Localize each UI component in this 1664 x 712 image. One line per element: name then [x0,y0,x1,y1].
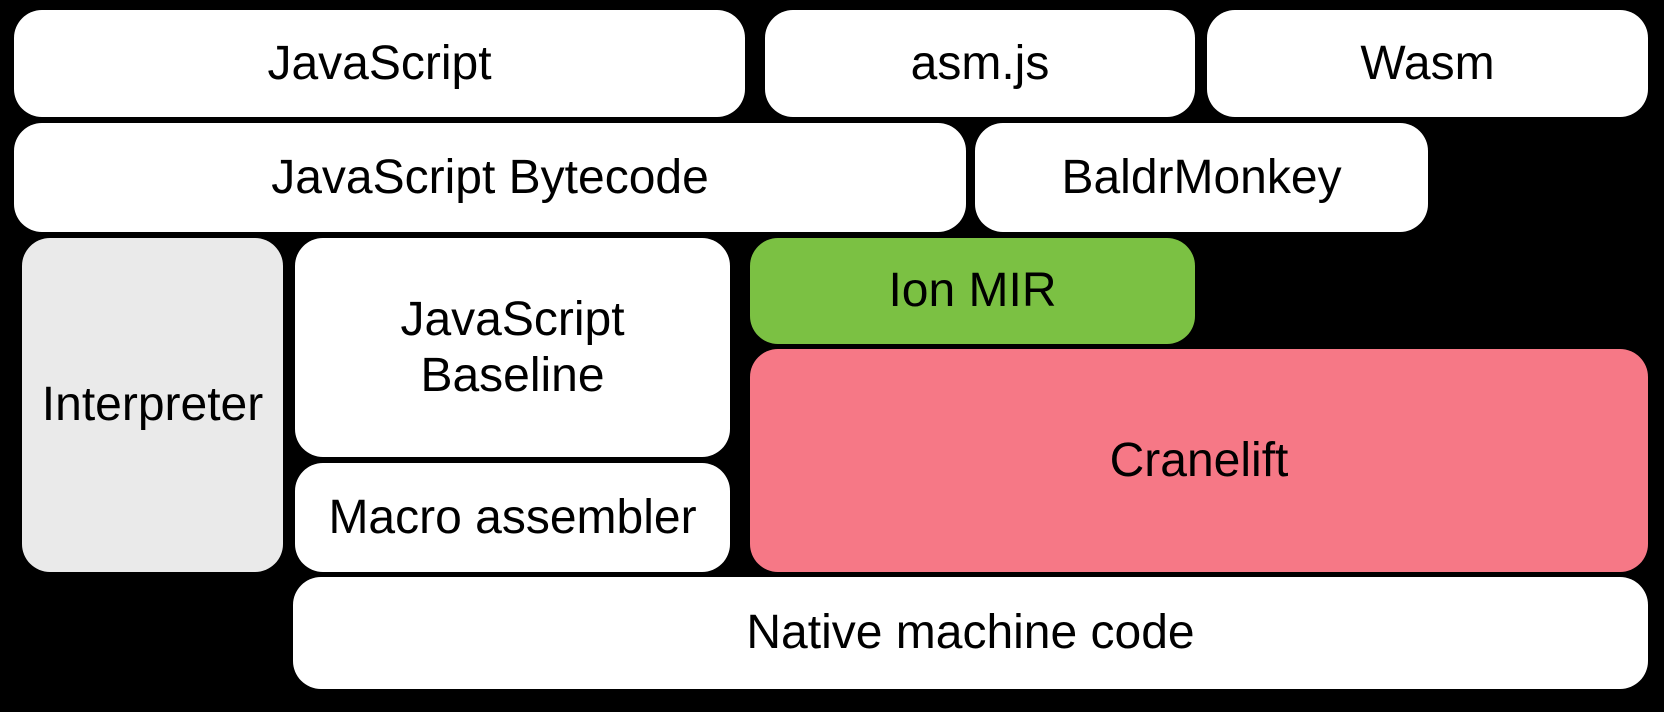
box-javascript-baseline: JavaScript Baseline [295,238,730,457]
box-javascript: JavaScript [14,10,745,117]
box-macro-assembler: Macro assembler [295,463,730,572]
box-ion-mir: Ion MIR [750,238,1195,344]
box-asmjs: asm.js [765,10,1195,117]
box-javascript-baseline-line1: JavaScript [400,293,625,347]
box-javascript-baseline-text: JavaScript Baseline [400,292,624,402]
box-native-machine-code: Native machine code [293,577,1648,689]
box-baldrmonkey: BaldrMonkey [975,123,1428,232]
box-javascript-baseline-line2: Baseline [420,348,605,402]
box-interpreter: Interpreter [22,238,283,572]
box-wasm: Wasm [1207,10,1648,117]
box-cranelift: Cranelift [750,349,1648,572]
box-javascript-bytecode: JavaScript Bytecode [14,123,966,232]
